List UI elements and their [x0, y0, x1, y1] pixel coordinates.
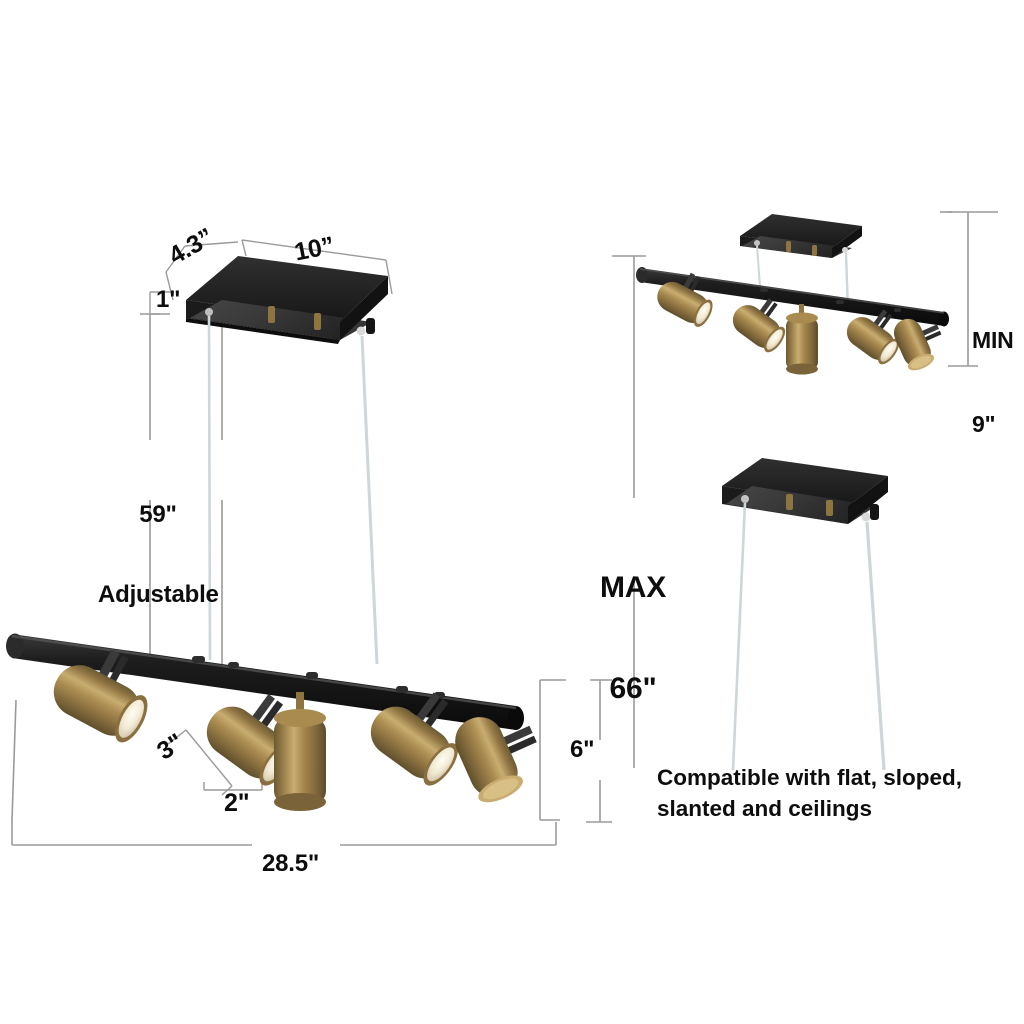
cable-drop-value: 59"	[139, 500, 177, 528]
dimension-label-fixture-height: 6"	[570, 736, 595, 763]
min-drop-title: MIN	[972, 327, 1014, 354]
min-config-track-bar	[636, 267, 949, 327]
spotlight-head-4	[370, 692, 458, 786]
min-drop-value: 9"	[972, 411, 996, 438]
max-drop-value: 66"	[609, 671, 657, 705]
dimension-label-track-length: 28.5"	[262, 850, 320, 877]
cable-drop-note: Adjustable	[98, 581, 219, 609]
ceiling-compatibility-note: Compatible with flat, sloped, slanted an…	[657, 765, 963, 821]
min-config-head-2	[732, 298, 786, 353]
max-drop-title: MAX	[599, 571, 667, 605]
dimension-label-max-drop: MAX 66"	[583, 504, 683, 773]
main-canopy	[186, 256, 388, 665]
spotlight-head-1	[53, 649, 148, 743]
dimension-label-canopy-height: 1"	[156, 286, 181, 313]
dimension-label-min-drop: MIN 9"	[972, 270, 1014, 494]
dimension-label-cable-drop: 59" Adjustable	[98, 448, 219, 663]
min-config-head-1	[657, 272, 713, 327]
spotlight-head-3	[274, 692, 326, 811]
min-config-head-4	[846, 309, 900, 365]
ceiling-canopy-detail	[722, 458, 888, 771]
spotlight-head-5	[455, 717, 537, 803]
min-config-head-3	[786, 304, 818, 375]
dimension-label-head-diameter: 2"	[224, 789, 250, 817]
min-config-head-5	[893, 318, 942, 371]
